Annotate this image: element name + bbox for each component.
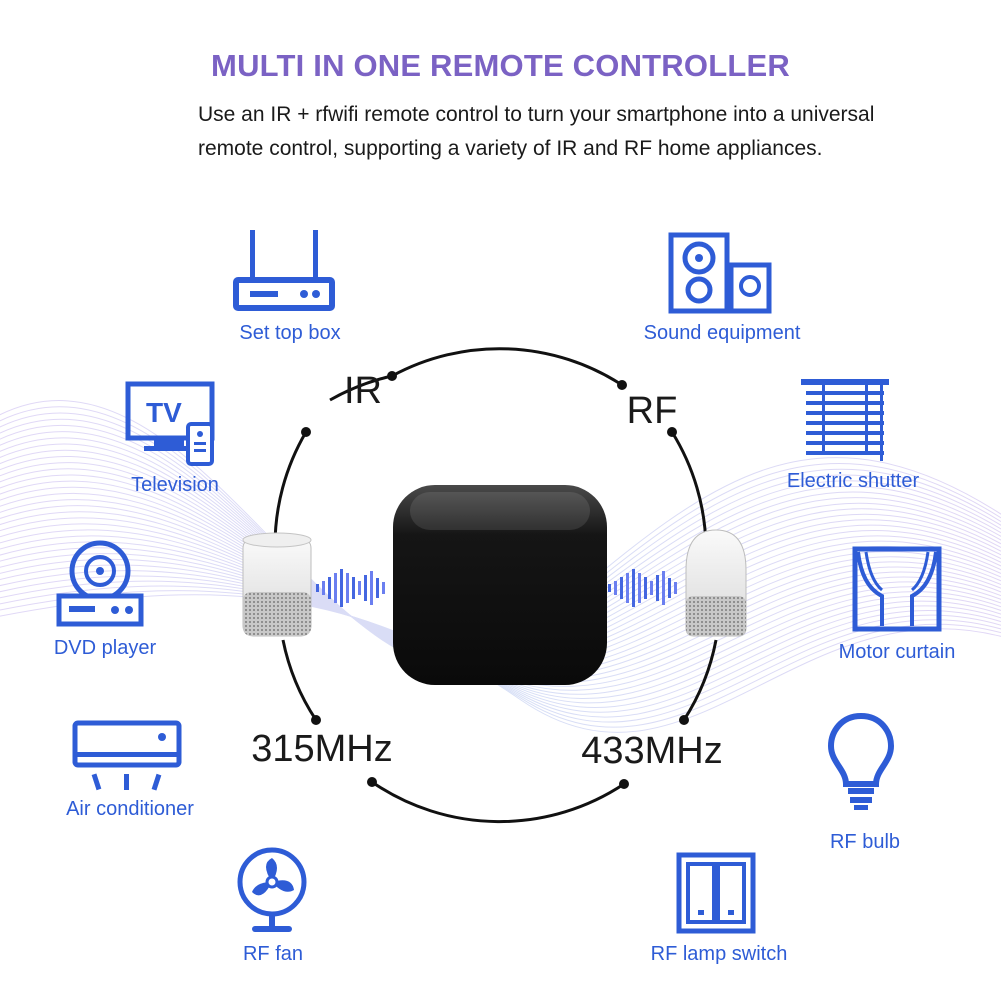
curtain-icon bbox=[852, 546, 942, 632]
signal-bar bbox=[340, 569, 343, 607]
signal-bar bbox=[674, 582, 677, 594]
signal-bar bbox=[644, 577, 647, 599]
left-smart-speaker bbox=[242, 532, 312, 637]
signal-bar bbox=[322, 581, 325, 595]
ir-label: IR bbox=[344, 370, 382, 412]
router-icon bbox=[233, 230, 335, 311]
rf-bulb-label: RF bulb bbox=[829, 831, 901, 853]
rf-lamp-switch-label: RF lamp switch bbox=[650, 943, 788, 965]
signal-bar bbox=[650, 581, 653, 595]
shutter-icon bbox=[801, 379, 889, 461]
ring-dot bbox=[367, 777, 377, 787]
ring-dot bbox=[667, 427, 677, 437]
signal-bar bbox=[334, 573, 337, 603]
signal-bar bbox=[668, 578, 671, 598]
fan-icon bbox=[237, 847, 307, 932]
motor-curtain-label: Motor curtain bbox=[838, 641, 956, 663]
signal-bar bbox=[382, 582, 385, 594]
tv-icon: TV bbox=[125, 381, 215, 466]
signal-bar bbox=[656, 575, 659, 601]
signal-bar bbox=[620, 577, 623, 599]
right-signal-waves bbox=[608, 569, 677, 607]
ir-hub-device bbox=[393, 485, 607, 685]
freq-315-label: 315MHz bbox=[251, 728, 393, 770]
signal-bar bbox=[376, 578, 379, 598]
page-subtitle: Use an IR + rfwifi remote control to tur… bbox=[198, 103, 875, 160]
ring-dot bbox=[617, 380, 627, 390]
signal-bar bbox=[346, 573, 349, 603]
signal-bar bbox=[626, 573, 629, 603]
signal-bar bbox=[358, 581, 361, 595]
air-conditioner-icon bbox=[72, 720, 182, 791]
air-conditioner-label: Air conditioner bbox=[66, 798, 194, 820]
switch-icon bbox=[676, 852, 756, 934]
signal-bar bbox=[662, 571, 665, 605]
signal-bar bbox=[632, 569, 635, 607]
left-signal-waves bbox=[316, 569, 385, 607]
signal-bar bbox=[328, 577, 331, 599]
signal-bar bbox=[608, 584, 611, 592]
rf-label: RF bbox=[626, 390, 678, 432]
sound-equipment-label: Sound equipment bbox=[643, 322, 801, 344]
signal-bar bbox=[364, 575, 367, 601]
signal-bar bbox=[370, 571, 373, 605]
dvd-icon bbox=[56, 540, 144, 627]
signal-bar bbox=[614, 581, 617, 595]
signal-bar bbox=[316, 584, 319, 592]
svg-text:TV: TV bbox=[146, 397, 182, 428]
ring-dot bbox=[311, 715, 321, 725]
ring-dot bbox=[387, 371, 397, 381]
bulb-icon bbox=[827, 712, 895, 810]
right-smart-speaker bbox=[685, 529, 747, 637]
speaker-icon bbox=[668, 232, 772, 314]
ring-dot bbox=[619, 779, 629, 789]
page-title: MULTI IN ONE REMOTE CONTROLLER bbox=[211, 48, 790, 83]
signal-bar bbox=[638, 573, 641, 603]
rf-fan-label: RF fan bbox=[242, 943, 304, 965]
signal-bar bbox=[352, 577, 355, 599]
freq-433-label: 433MHz bbox=[581, 730, 723, 772]
ring-dot bbox=[301, 427, 311, 437]
dvd-player-label: DVD player bbox=[53, 637, 157, 659]
electric-shutter-label: Electric shutter bbox=[786, 470, 920, 492]
set-top-box-label: Set top box bbox=[239, 322, 341, 344]
television-label: Television bbox=[131, 474, 219, 496]
ring-dot bbox=[679, 715, 689, 725]
